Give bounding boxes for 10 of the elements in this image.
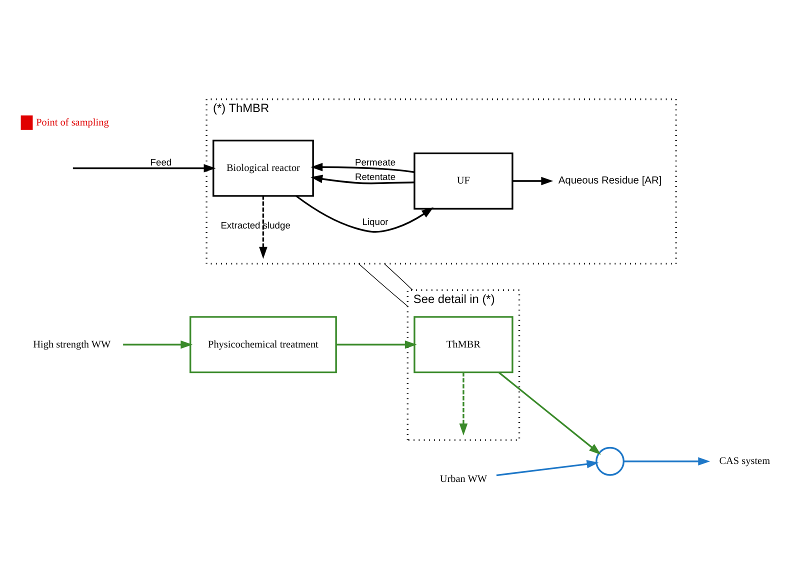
edge-label: Permeate — [354, 158, 396, 168]
node-text: High strength WW — [33, 339, 111, 350]
edge-label: Feed — [150, 158, 172, 168]
edge-label: Retentate — [354, 172, 396, 182]
edge-label: Liquor — [362, 217, 388, 228]
node-text: Urban WW — [440, 474, 488, 485]
node-text: Aqueous Residue [AR] — [558, 176, 662, 187]
edge-label: Extracted sludge — [220, 220, 290, 231]
legend-label: Point of sampling — [36, 117, 109, 128]
node-text: CAS system — [719, 456, 770, 467]
